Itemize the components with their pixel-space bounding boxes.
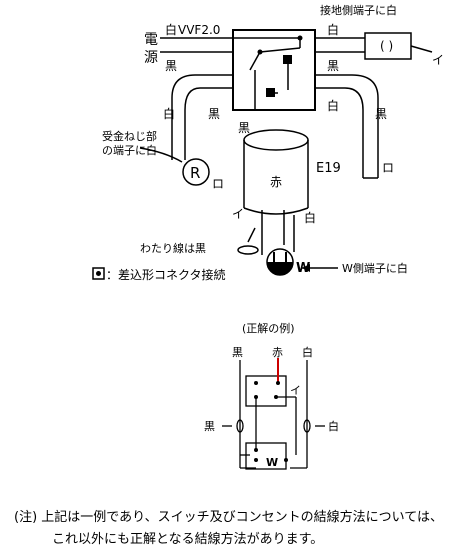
lamp-label-ro: ロ [212, 177, 224, 191]
conduit-e19 [243, 129, 309, 151]
answer-side-white: 白 [328, 419, 339, 433]
lamp-terminal-label-1: 受金ねじ部 [102, 129, 157, 143]
wire-black-label: 黒 [165, 59, 177, 73]
ground-terminal-label: 接地側端子に白 [320, 3, 397, 17]
jumper-label: わたり線は黒 [140, 241, 206, 255]
legend-label: ：差込形コネクタ接続 [106, 267, 226, 282]
answer-outlet-box [245, 442, 287, 470]
power-label-1: 電 [144, 32, 158, 48]
lamp-r-letter: R [190, 164, 200, 182]
footnote-line-2: これ以外にも正解となる結線方法があります。 [52, 532, 324, 547]
far-label-ro: ロ [382, 161, 394, 175]
answer-top-black: 黒 [232, 346, 243, 359]
conduit-wire-red: 赤 [270, 175, 282, 189]
wiring-diagram: 電 源 VVF2.0 白 黒 白 黒 接地側端子に白 ( ) イ 白 黒 黒 白… [92, 3, 444, 470]
lamp-terminal-label-2: の端子に白 [102, 143, 157, 157]
power-label-2: 源 [144, 50, 158, 66]
socket-label-i: イ [432, 53, 444, 67]
conduit-label: E19 [316, 161, 341, 176]
wire-white-right: 白 [327, 22, 339, 37]
answer-label-i: イ [290, 384, 301, 397]
answer-switch-box [245, 375, 287, 407]
cable-label: VVF2.0 [178, 23, 220, 37]
wire-white-label: 白 [165, 22, 177, 37]
lamp-r-symbol [182, 158, 210, 186]
junction-box [232, 29, 316, 111]
wire-black-mid: 黒 [238, 121, 250, 135]
wire-black-left: 黒 [208, 107, 220, 121]
answer-w-letter: W [266, 456, 278, 469]
wire-black-right: 黒 [327, 59, 339, 73]
socket-glyph: ( ) [380, 39, 393, 53]
answer-top-red: 赤 [272, 346, 283, 359]
switch-label-i: イ [232, 207, 244, 221]
w-letter: W [296, 261, 310, 276]
answer-side-black: 黒 [204, 420, 215, 433]
wire-black-far: 黒 [375, 107, 387, 121]
wire-white-left: 白 [163, 106, 175, 121]
answer-title: (正解の例) [242, 321, 295, 335]
footnote-line-1: (注) 上記は一例であり、スイッチ及びコンセントの結線方法については、 [14, 510, 443, 525]
w-terminal-label: W側端子に白 [342, 261, 408, 275]
switch-wire-white: 白 [304, 210, 316, 225]
wire-white-mid: 白 [327, 98, 339, 113]
answer-top-white: 白 [302, 345, 313, 359]
